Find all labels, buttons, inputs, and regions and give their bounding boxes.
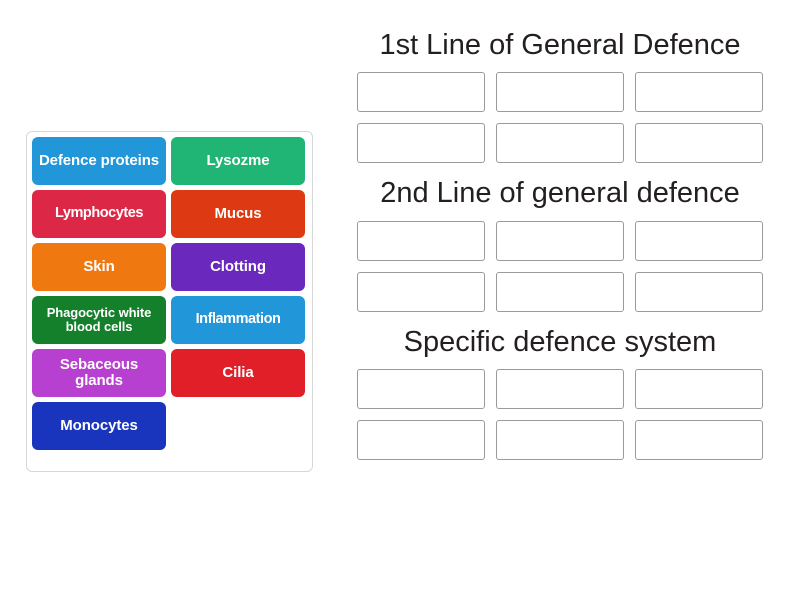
dropzone[interactable] [496,123,624,164]
draggable-tile[interactable]: Mucus [171,190,305,238]
dropzone[interactable] [496,271,624,312]
dropzone[interactable] [357,420,485,461]
dropzone-grid [345,220,775,312]
draggable-tile[interactable]: Inflammation [171,296,305,344]
tile-label: Lymphocytes [55,205,143,222]
dropzone-grid [345,369,775,461]
dropzone[interactable] [357,271,485,312]
draggable-tile[interactable]: Clotting [171,243,305,291]
dropzone[interactable] [635,123,763,164]
draggable-tile[interactable]: Monocytes [32,402,166,450]
dropzone[interactable] [635,369,763,410]
draggable-tile[interactable]: Phagocytic white blood cells [32,296,166,344]
draggable-tile[interactable]: Lysozme [171,137,305,185]
category-group: 2nd Line of general defence [345,176,775,312]
category-list: 1st Line of General Defence 2nd Line of g… [345,28,775,473]
draggable-tile[interactable]: Cilia [171,349,305,397]
dropzone[interactable] [357,369,485,410]
tile-label: Cilia [222,364,254,382]
dropzone[interactable] [496,72,624,113]
draggable-tile[interactable]: Sebaceous glands [32,349,166,397]
tile-label: Defence proteins [38,152,160,170]
category-title: Specific defence system [403,325,717,358]
category-title: 1st Line of General Defence [379,29,741,61]
category-group: 1st Line of General Defence [345,28,775,164]
tile-label: Lysozme [206,152,270,170]
dropzone[interactable] [635,220,763,261]
dropzone[interactable] [635,271,763,312]
category-title: 2nd Line of general defence [380,177,740,210]
tile-label: Mucus [214,205,262,223]
dropzone[interactable] [496,369,624,410]
dropzone[interactable] [357,123,485,164]
tile-label: Monocytes [60,417,138,435]
tile-label: Inflammation [195,311,281,328]
draggable-tile[interactable]: Defence proteins [32,137,166,185]
draggable-tile[interactable]: Skin [32,243,166,291]
dropzone[interactable] [357,72,485,113]
tile-label: Skin [83,258,115,276]
dropzone[interactable] [357,220,485,261]
tile-label: Clotting [210,258,266,276]
dropzone[interactable] [496,220,624,261]
draggable-tile[interactable]: Lymphocytes [32,190,166,238]
dropzone-grid [345,72,775,164]
dropzone[interactable] [635,72,763,113]
tile-label: Phagocytic white blood cells [46,305,152,334]
category-group: Specific defence system [345,325,775,461]
dropzone[interactable] [496,420,624,461]
tile-label: Sebaceous glands [59,356,139,389]
dropzone[interactable] [635,420,763,461]
